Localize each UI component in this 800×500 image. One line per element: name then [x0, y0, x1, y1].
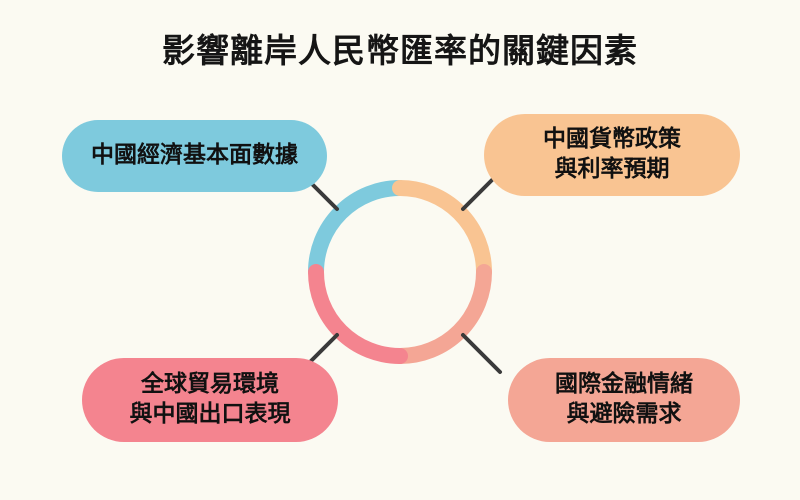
node-label-trade-line-1: 全球貿易環境 — [141, 371, 279, 398]
node-label-monetary-policy-line-1: 中國貨幣政策 — [543, 126, 681, 153]
node-pill-economy[interactable]: 中國經濟基本面數據 — [62, 120, 327, 192]
ring-segment-monetary-policy — [392, 180, 492, 280]
node-label-sentiment-line-2: 與避險需求 — [566, 401, 682, 427]
node-pill-trade[interactable]: 全球貿易環境 與中國出口表現 — [82, 358, 338, 442]
connector-sentiment — [461, 333, 502, 374]
node-pill-sentiment[interactable]: 國際金融情緒 與避險需求 — [508, 358, 740, 442]
node-label-economy-line-1: 中國經濟基本面數據 — [91, 142, 298, 169]
node-pill-monetary-policy[interactable]: 中國貨幣政策 與利率預期 — [484, 114, 740, 196]
ring-segment-trade — [308, 264, 408, 364]
ring-segment-sentiment — [392, 264, 492, 364]
page-title: 影響離岸人民幣匯率的關鍵因素 — [162, 31, 638, 70]
node-label-trade-line-2: 與中國出口表現 — [129, 401, 291, 427]
node-label-sentiment-line-1: 國際金融情緒 — [555, 371, 693, 398]
ring-segment-economy — [308, 180, 408, 280]
node-label-monetary-policy-line-2: 與利率預期 — [554, 156, 670, 182]
